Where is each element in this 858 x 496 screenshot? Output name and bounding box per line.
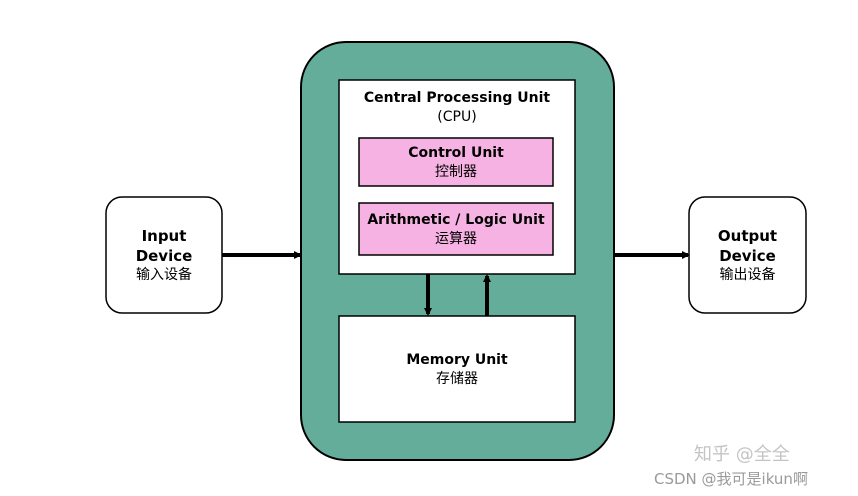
input-device-title-line1: Input — [141, 226, 187, 245]
input-device-label: Input Device 输入设备 — [106, 197, 222, 313]
alu-label: Arithmetic / Logic Unit 运算器 — [359, 203, 553, 255]
output-device-title-line1: Output — [717, 226, 778, 245]
alu-title: Arithmetic / Logic Unit — [367, 211, 545, 228]
control-unit-box — [358, 137, 554, 187]
control-unit-title: Control Unit — [408, 144, 504, 161]
memory-unit-title: Memory Unit — [406, 351, 508, 368]
output-device-title-line2: Device — [719, 246, 776, 265]
control-unit-label: Control Unit 控制器 — [359, 138, 553, 186]
cpu-abbr: (CPU) — [437, 109, 477, 125]
memory-unit-label: Memory Unit 存储器 — [339, 316, 575, 422]
output-device-subtitle: 输出设备 — [719, 266, 776, 283]
input-device-subtitle: 输入设备 — [136, 266, 192, 283]
csdn-watermark: CSDN @我可是ikun啊 — [654, 470, 808, 488]
cpu-label: Central Processing Unit (CPU) — [339, 88, 575, 132]
alu-subtitle: 运算器 — [435, 230, 477, 247]
cpu-title: Central Processing Unit — [363, 90, 551, 106]
output-device-label: Output Device 输出设备 — [689, 197, 806, 313]
control-unit-subtitle: 控制器 — [435, 163, 477, 180]
memory-unit-box — [338, 315, 576, 423]
alu-box — [358, 202, 554, 256]
input-device-title-line2: Device — [135, 246, 193, 265]
memory-unit-subtitle: 存储器 — [436, 370, 478, 387]
zhihu-watermark: 知乎 @全全 — [694, 444, 790, 465]
